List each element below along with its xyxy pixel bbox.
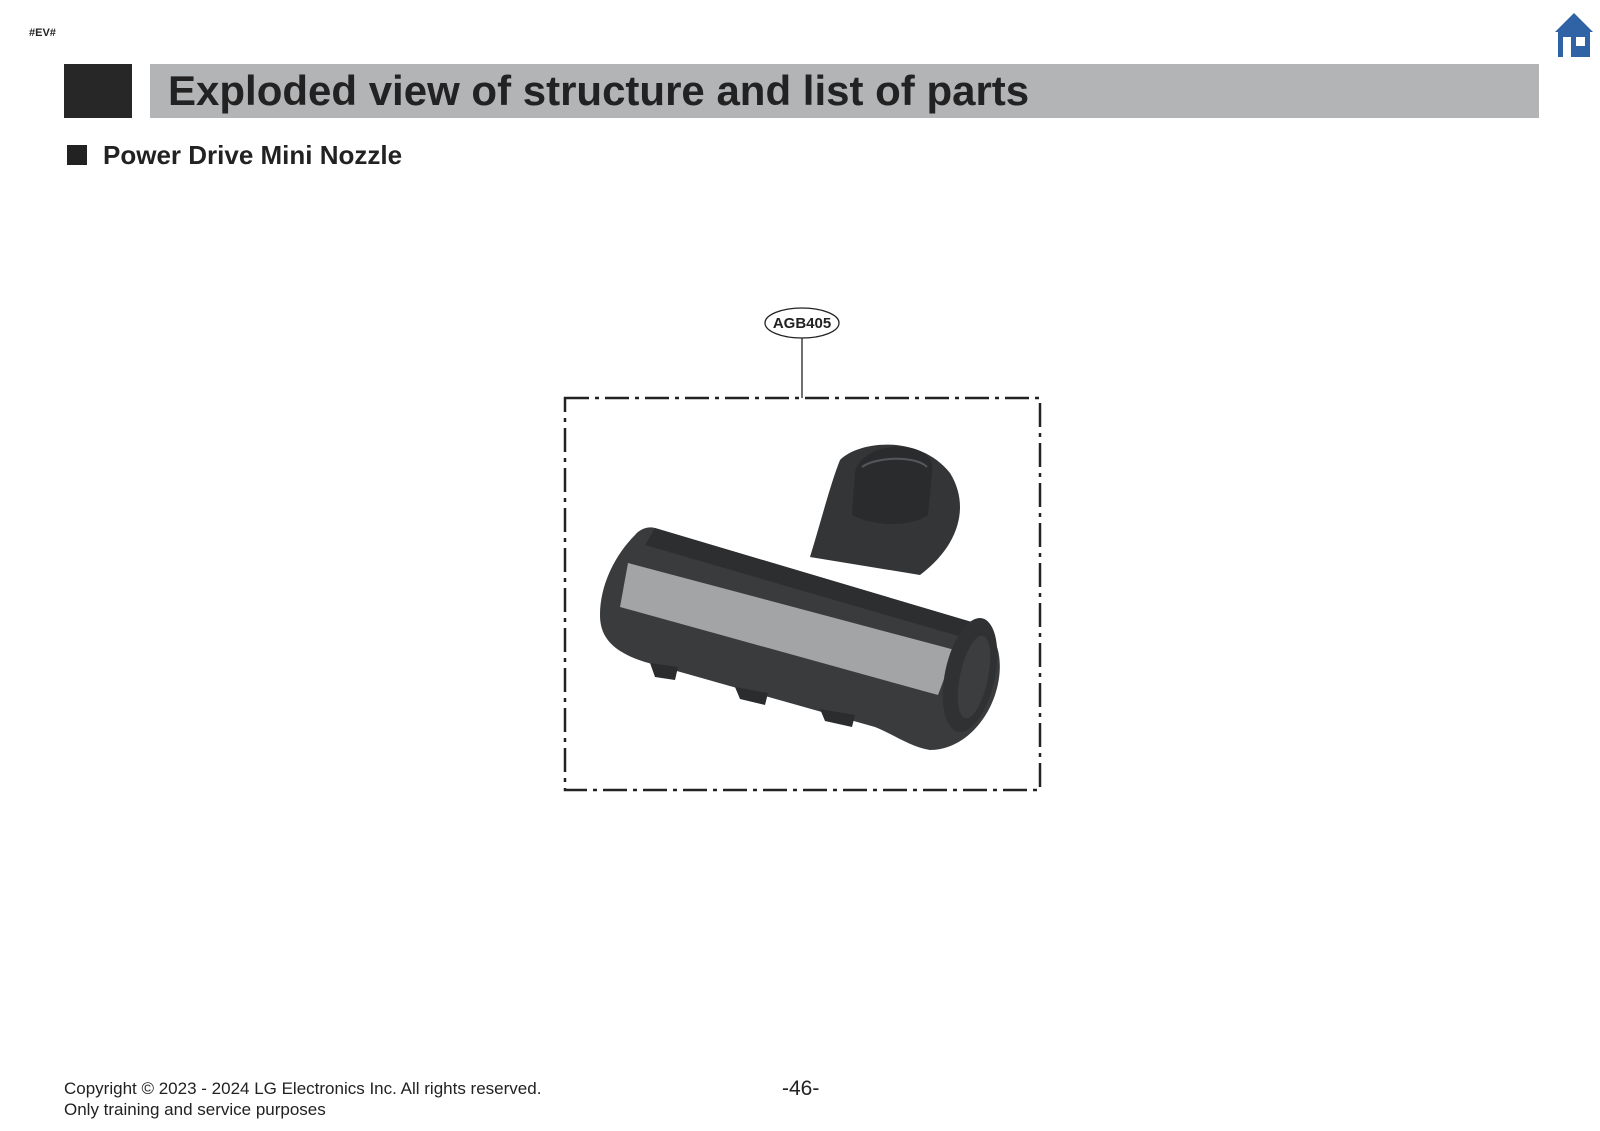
assembly-boundary-box	[563, 396, 1042, 792]
title-bar	[150, 64, 1539, 118]
title-accent-block	[64, 64, 132, 118]
footer-note: Only training and service purposes	[64, 1100, 326, 1119]
section-title: Power Drive Mini Nozzle	[103, 139, 403, 170]
section-bullet-icon	[67, 145, 87, 165]
power-drive-mini-nozzle-illustration	[600, 444, 1000, 750]
footer-copyright: Copyright © 2023 - 2024 LG Electronics I…	[64, 1079, 542, 1098]
section-heading: Power Drive Mini Nozzle	[67, 139, 402, 171]
exploded-view-diagram: AGB405	[563, 307, 1042, 792]
home-icon	[1555, 13, 1593, 57]
page-title: Exploded view of structure and list of p…	[168, 67, 1030, 114]
page-number: -46-	[782, 1077, 820, 1100]
home-button[interactable]	[1554, 12, 1594, 58]
document-tag: #EV#	[29, 27, 56, 39]
part-callout-label[interactable]: AGB405	[773, 315, 831, 332]
